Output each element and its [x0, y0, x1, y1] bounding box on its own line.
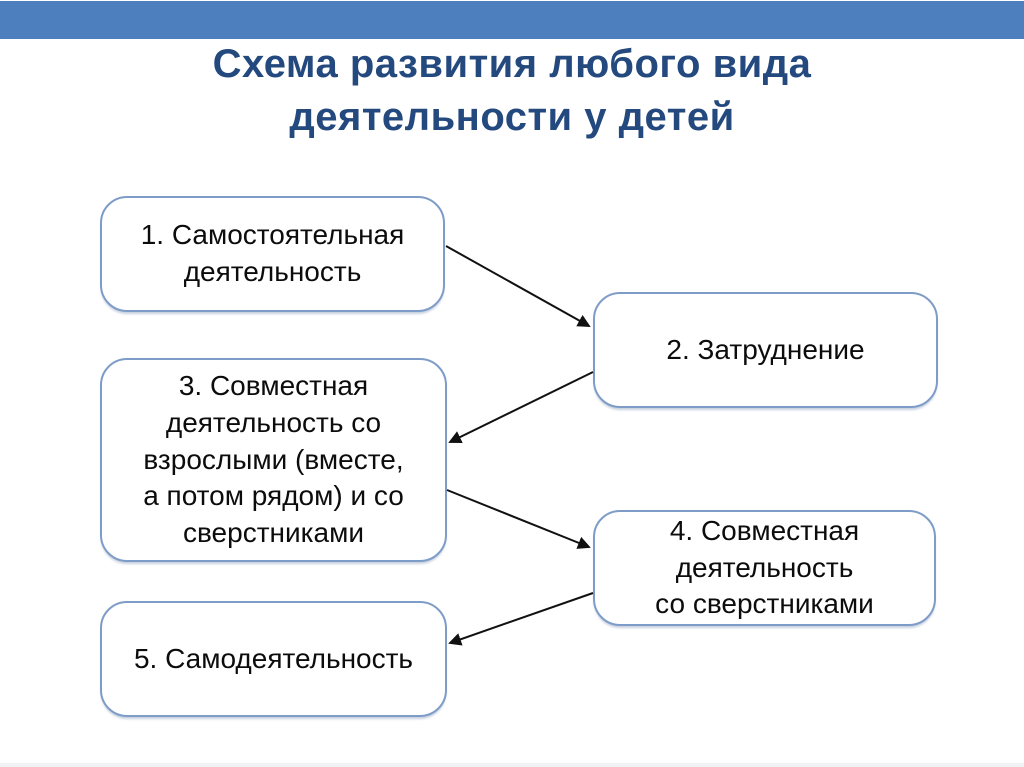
flow-box-5-self-activity: 5. Самодеятельность	[100, 601, 447, 717]
arrow-2-to-3	[448, 371, 594, 443]
flow-box-4-label: 4. Совместная деятельность со сверстника…	[655, 514, 874, 620]
flow-box-3-joint-activity-with-adults: 3. Совместная деятельность со взрослыми …	[100, 358, 447, 562]
flow-box-1-independent-activity: 1. Самостоятельная деятельность	[100, 196, 445, 312]
flow-box-1-label: 1. Самостоятельная деятельность	[140, 219, 405, 287]
slide-title: Схема развития любого вида деятельности …	[212, 42, 812, 140]
arrow-4-to-5	[448, 592, 594, 646]
flow-box-4-joint-activity-with-peers: 4. Совместная деятельность со сверстника…	[593, 510, 936, 626]
flow-box-2-difficulty: 2. Затруднение	[593, 292, 938, 408]
top-accent-bar	[0, 1, 1024, 39]
bottom-edge-strip	[0, 763, 1024, 767]
arrow-3-to-4	[446, 489, 591, 549]
flow-box-5-label: 5. Самодеятельность	[133, 642, 414, 674]
arrow-1-to-2	[445, 245, 591, 327]
flow-box-3-label: 3. Совместная деятельность со взрослыми …	[143, 369, 404, 549]
flow-box-2-label: 2. Затруднение	[666, 333, 865, 365]
